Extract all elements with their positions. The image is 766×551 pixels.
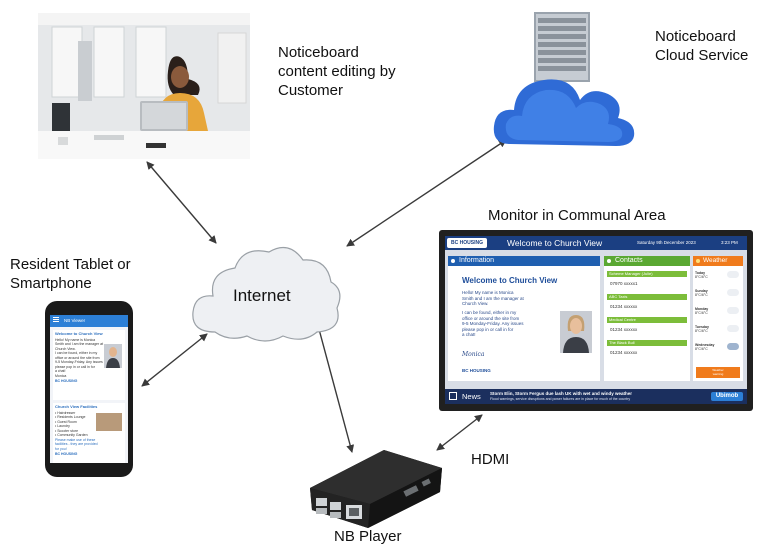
server-rack-icon: [534, 12, 590, 82]
weather-icon: [727, 325, 739, 332]
news-headline: Storm Elin, Storm Fergus due lash UK wit…: [490, 391, 633, 396]
monitor-date: Saturday 9th December 2023: [637, 240, 696, 245]
info-signature: Monica: [462, 351, 485, 358]
news-subline: Flood warnings, service disruptions and …: [490, 396, 631, 401]
weather-icon: [727, 343, 739, 350]
phone-card-logo: BC HOUSING: [55, 379, 78, 383]
monitor-header: BC HOUSING Welcome to Church View Saturd…: [445, 236, 747, 250]
phone-card-note: Please make use of these facilities - th…: [55, 437, 98, 451]
phone-card-welcome: Welcome to Church View Hello! My name is…: [53, 330, 125, 400]
arrow-internet-player: [313, 317, 355, 453]
phone-app-bar: NB Viewer: [50, 315, 128, 327]
contact-name: Medical Centre: [607, 317, 687, 323]
ubimob-brand: Ubimob: [711, 392, 743, 401]
news-label: News: [462, 392, 481, 401]
weather-warning-button: Weather warning: [696, 367, 740, 378]
menu-icon: [53, 319, 59, 320]
news-ticker: News Storm Elin, Storm Fergus due lash U…: [445, 389, 747, 404]
info-paragraph-1: Hello! My name is Monica Smith and I am …: [462, 290, 524, 306]
manager-photo: [560, 311, 592, 353]
contact-name: ABC Taxis: [607, 294, 687, 300]
panel-heading: Contacts: [604, 256, 690, 266]
arrow-editing-internet: [146, 161, 217, 244]
arrow-cloud-internet: [346, 139, 507, 247]
usb-ports: [316, 498, 362, 519]
phone-app-title: NB Viewer: [64, 318, 86, 323]
internet-cloud-icon: Internet: [185, 232, 345, 347]
phone-screen: NB Viewer Welcome to Church View Hello! …: [50, 315, 128, 463]
phone-card-text: Hello! My name is Monica Smith and I am …: [55, 337, 104, 378]
label-nb-player: NB Player: [334, 528, 402, 545]
phone-card-text: • Hairdresser • Residents Lounge • Guest…: [55, 410, 88, 438]
nb-player-device-icon: [308, 448, 443, 530]
label-hdmi: HDMI: [471, 451, 510, 468]
label-monitor: Monitor in Communal Area: [488, 207, 666, 224]
phone-card-title: Church View Facilities: [55, 404, 98, 409]
phone-card-title: Welcome to Church View: [55, 331, 103, 336]
contact-name: The Black Bull: [607, 340, 687, 346]
contact-phone: 01234 xxxxxx: [610, 327, 638, 332]
smartphone-icon: NB Viewer Welcome to Church View Hello! …: [45, 301, 133, 477]
phone-manager-photo: [104, 344, 122, 368]
monitor-time: 3:23 PM: [721, 240, 738, 245]
contact-phone: 01234 xxxxxx: [610, 304, 638, 309]
monitor-logo: BC HOUSING: [447, 238, 487, 248]
contact-phone: 01234 xxxxxx: [610, 350, 638, 355]
phone-card-facilities: Church View Facilities • Hairdresser • R…: [53, 403, 125, 463]
weather-icon: [727, 289, 739, 296]
pin-icon: [607, 259, 611, 263]
phone-room-photo: [96, 413, 122, 431]
arrow-tablet-internet: [141, 333, 208, 387]
monitor-title: Welcome to Church View: [507, 238, 603, 248]
weather-icon: [727, 307, 739, 314]
arrow-player-monitor: [436, 414, 483, 451]
customer-editing-photo: [38, 13, 250, 159]
monitor-screen: BC HOUSING Welcome to Church View Saturd…: [445, 236, 747, 404]
contact-phone: 07970 xxxxx1: [610, 281, 638, 286]
contact-name: Scheme Manager (Julie): [607, 271, 687, 277]
info-paragraph-2: I can be found, either in my office or a…: [462, 310, 524, 337]
weather-icon: [727, 271, 739, 278]
sun-icon: [696, 259, 700, 263]
label-internet: Internet: [233, 286, 291, 305]
label-tablet: Resident Tablet or Smartphone: [10, 256, 131, 292]
panel-heading: Information: [448, 256, 600, 266]
panel-contacts: Contacts Scheme Manager (Julie) 07970 xx…: [604, 256, 690, 381]
label-content-editing: Noticeboard content editing by Customer: [278, 44, 396, 99]
news-icon: [449, 392, 457, 400]
panel-information: Information Welcome to Church View Hello…: [448, 256, 600, 381]
pin-icon: [451, 259, 455, 263]
phone-card-logo: BC HOUSING: [55, 452, 78, 456]
monitor-icon: BC HOUSING Welcome to Church View Saturd…: [439, 230, 753, 411]
panel-heading: Weather: [693, 256, 743, 266]
info-title: Welcome to Church View: [462, 276, 558, 285]
info-logo: BC HOUSING: [462, 368, 491, 373]
cloud-service-icon: [488, 12, 638, 152]
label-cloud-service: Noticeboard Cloud Service: [655, 28, 749, 64]
